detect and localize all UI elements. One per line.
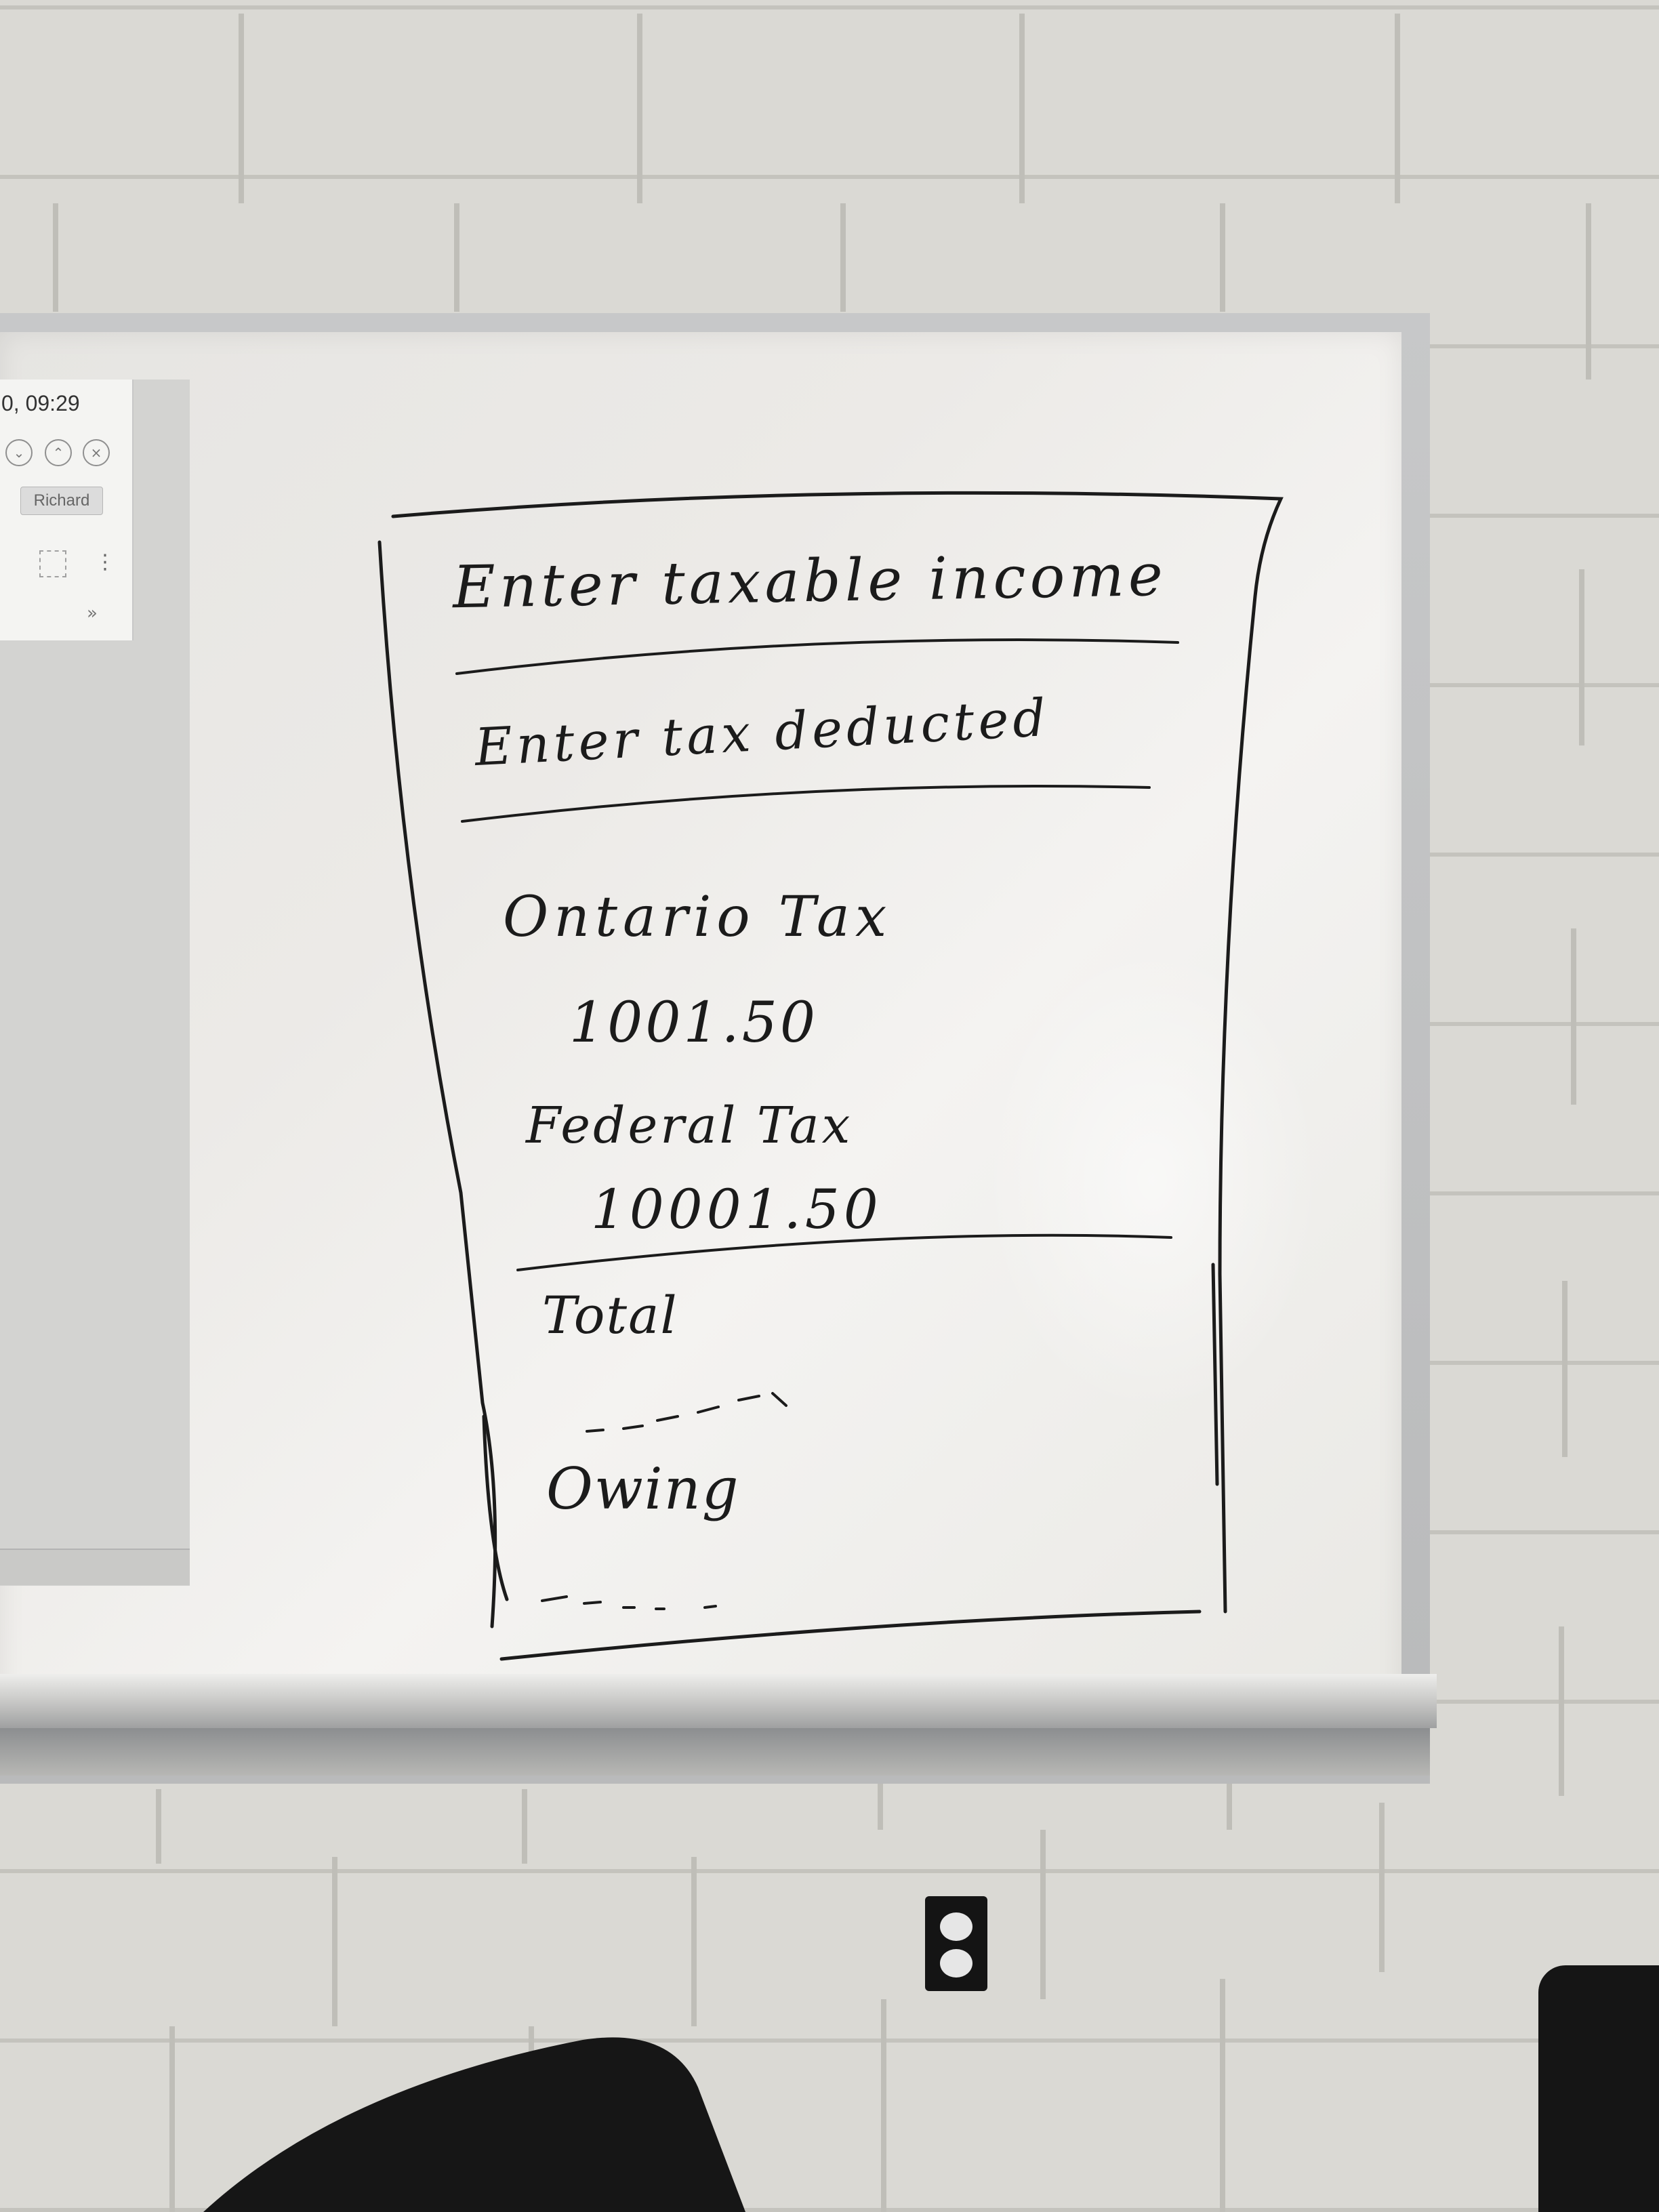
mortar-joint [1579,569,1584,745]
mortar-joint [332,1857,337,2026]
user-button[interactable]: Richard [20,487,103,515]
mortar-joint [239,14,244,203]
clock-text: 0, 09:29 [1,391,80,415]
mortar-joint [1019,14,1025,203]
wall-outlet [925,1896,987,1991]
mortar-joint [878,1755,883,1830]
mortar-joint [840,203,846,312]
more-vertical-icon[interactable]: ⋮ [95,550,115,574]
chevron-down-icon[interactable]: ⌄ [5,439,33,466]
whiteboard-surface [0,332,1401,1735]
sketch-bottom-line [499,1610,1202,1661]
separator-line [455,638,1179,675]
inner-box [482,1414,509,1601]
mortar-joint [1586,203,1591,380]
mortar-joint [169,2026,175,2212]
mortar-joint [1395,14,1400,203]
mortar-joint [1040,1830,1046,1999]
federal-tax-value: 10001.50 [591,1178,882,1241]
mortar-joint [1220,1979,1225,2212]
inner-box [1211,1263,1219,1486]
ontario-tax-value: 1001.50 [569,991,819,1055]
mortar-joint [1220,203,1225,312]
mortar-joint [156,1789,161,1864]
mortar-joint [1562,1281,1568,1457]
owing-label: Owing [546,1456,740,1522]
separator-line [516,1233,1172,1271]
mortar-joint [691,1857,697,2026]
sketch-outer-frame [391,491,1284,1614]
sketch-outer-frame-left [377,540,497,1629]
mortar-joint [881,1999,886,2212]
mortar-joint [1227,1755,1232,1830]
mortar-joint [1571,928,1576,1105]
outlet-socket [940,1949,972,1978]
placeholder-dashes [541,1595,717,1610]
mortar-joint [454,203,459,312]
chevron-up-icon[interactable]: ⌃ [45,439,72,466]
outlet-socket [940,1912,972,1941]
double-chevron-right-icon[interactable]: » [87,603,98,623]
marker-tray-shadow [0,1728,1430,1776]
mortar-joint [1379,1803,1385,1972]
close-icon[interactable]: × [83,439,110,466]
total-label: Total [542,1285,678,1345]
chair-back-right [1538,1965,1659,2212]
projected-status-bar [0,1549,190,1585]
taxable-income-label: Enter taxable income [452,541,1168,622]
mortar-joint [53,203,58,312]
mortar-joint [522,1789,527,1864]
ontario-tax-label: Ontario Tax [503,885,893,949]
mortar-joint [637,14,642,203]
federal-tax-label: Federal Tax [526,1097,853,1155]
chair-back-left [203,2037,745,2212]
marker-tray [0,1674,1437,1728]
separator-line [461,785,1151,823]
mortar-joint [1559,1626,1564,1796]
placeholder-dashes [586,1392,787,1433]
square-icon[interactable] [39,550,66,577]
